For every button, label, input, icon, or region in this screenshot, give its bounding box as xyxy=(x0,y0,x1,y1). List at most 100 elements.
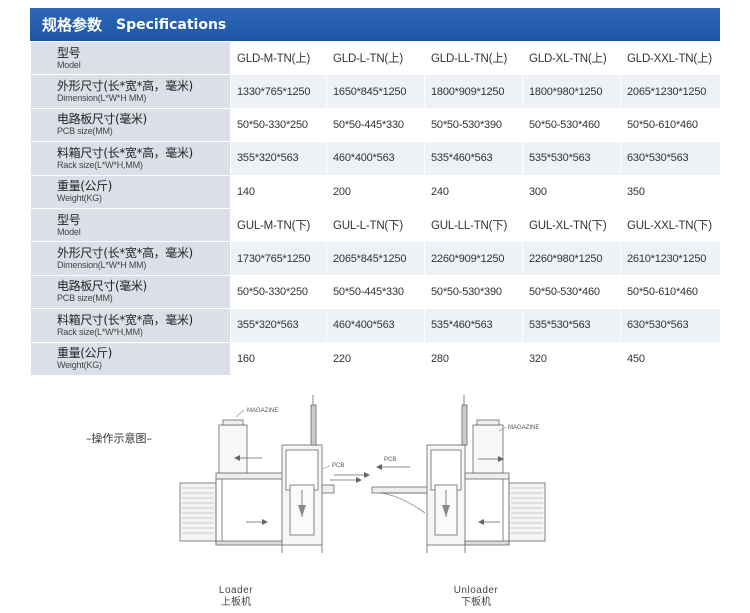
operation-diagram: MAGAZINE PCB xyxy=(179,395,546,553)
unloader-pcb-label: PCB xyxy=(384,457,396,463)
row-label: 重量(公斤)Weight(KG) xyxy=(30,341,231,376)
table-cell: 50*50-610*460 xyxy=(620,107,721,143)
row-label-en: Dimension(L*W*H MM) xyxy=(57,260,147,271)
table-cell: 300 xyxy=(522,174,621,209)
loader-caption: Loader 上板机 xyxy=(206,585,266,609)
table-row: 料箱尺寸(长*宽*高，毫米)Rack size(L*W*H,MM)355*320… xyxy=(30,141,721,176)
table-cell: 535*530*563 xyxy=(522,141,621,176)
table-cell: 50*50-530*390 xyxy=(424,107,523,143)
table-cell: 50*50-445*330 xyxy=(326,274,425,310)
row-label: 外形尺寸(长*宽*高，毫米)Dimension(L*W*H MM) xyxy=(30,74,231,109)
table-cell: 1730*765*1250 xyxy=(230,241,327,276)
table-cell: 1650*845*1250 xyxy=(326,74,425,109)
table-cell: 2065*845*1250 xyxy=(326,241,425,276)
loader-pcb-label: PCB xyxy=(332,463,344,469)
table-cell: 2260*980*1250 xyxy=(522,241,621,276)
table-cell: 160 xyxy=(230,341,327,376)
unloader-arrow-in xyxy=(376,464,410,470)
table-cell: 50*50-445*330 xyxy=(326,107,425,143)
row-label-zh: 外形尺寸(长*宽*高，毫米) xyxy=(57,79,193,94)
unloader-machine xyxy=(371,395,546,553)
table-cell: 2260*909*1250 xyxy=(424,241,523,276)
unloader-label-en: Unloader xyxy=(453,585,499,596)
table-cell: 460*400*563 xyxy=(326,141,425,176)
table-cell: 1800*980*1250 xyxy=(522,74,621,109)
row-label-zh: 型号 xyxy=(57,212,81,227)
table-cell: 450 xyxy=(620,341,721,376)
row-label-en: Dimension(L*W*H MM) xyxy=(57,93,147,104)
unloader-arrow-top xyxy=(478,456,504,462)
table-cell: 140 xyxy=(230,174,327,209)
spec-header-bar: 规格参数 Specifications xyxy=(30,8,720,41)
row-label: 料箱尺寸(长*宽*高，毫米)Rack size(L*W*H,MM) xyxy=(30,141,231,176)
row-label-zh: 重量(公斤) xyxy=(57,346,112,361)
row-label-zh: 外形尺寸(长*宽*高，毫米) xyxy=(57,246,193,261)
row-label-en: Model xyxy=(57,226,81,237)
table-cell: 355*320*563 xyxy=(230,308,327,343)
row-label-en: Weight(KG) xyxy=(57,360,102,371)
row-label: 料箱尺寸(长*宽*高，毫米)Rack size(L*W*H,MM) xyxy=(30,308,231,343)
loader-label-zh: 上板机 xyxy=(221,597,251,608)
model-cell: GUL-M-TN(下) xyxy=(230,207,327,243)
table-row: 外形尺寸(长*宽*高，毫米)Dimension(L*W*H MM)1330*76… xyxy=(30,74,721,109)
unloader-arrow-bottom xyxy=(478,519,500,525)
row-label-zh: 电路板尺寸(毫米) xyxy=(57,279,147,294)
table-cell: 1800*909*1250 xyxy=(424,74,523,109)
table-cell: 2610*1230*1250 xyxy=(620,241,721,276)
loader-arrow-out-2 xyxy=(330,477,362,483)
model-cell: GUL-L-TN(下) xyxy=(326,207,425,243)
table-cell: 535*460*563 xyxy=(424,308,523,343)
table-cell: 240 xyxy=(424,174,523,209)
loader-machine xyxy=(179,395,335,553)
row-label: 重量(公斤)Weight(KG) xyxy=(30,174,231,209)
table-cell: 350 xyxy=(620,174,721,209)
row-label-zh: 重量(公斤) xyxy=(57,179,112,194)
header-title-zh: 规格参数 xyxy=(42,16,103,34)
row-label: 外形尺寸(长*宽*高，毫米)Dimension(L*W*H MM) xyxy=(30,241,231,276)
table-cell: 320 xyxy=(522,341,621,376)
table-cell: 460*400*563 xyxy=(326,308,425,343)
model-cell: GUL-XL-TN(下) xyxy=(522,207,621,243)
table-cell: 220 xyxy=(326,341,425,376)
table-cell: 535*530*563 xyxy=(522,308,621,343)
table-cell: 630*530*563 xyxy=(620,141,721,176)
row-label-en: PCB size(MM) xyxy=(57,293,113,304)
row-label-en: PCB size(MM) xyxy=(57,126,113,137)
header-title-en: Specifications xyxy=(116,16,227,33)
diagram-caption: –操作示意图– xyxy=(86,432,152,445)
table-cell: 50*50-330*250 xyxy=(230,107,327,143)
table-cell: 535*460*563 xyxy=(424,141,523,176)
table-cell: 50*50-610*460 xyxy=(620,274,721,310)
row-label-zh: 料箱尺寸(长*宽*高，毫米) xyxy=(57,145,193,160)
model-cell: GLD-XL-TN(上) xyxy=(522,40,621,76)
row-label-en: Rack size(L*W*H,MM) xyxy=(57,159,143,170)
loader-arrow-bottom xyxy=(246,519,268,525)
model-cell: GUL-XXL-TN(下) xyxy=(620,207,721,243)
table-cell: 2065*1230*1250 xyxy=(620,74,721,109)
table-cell: 280 xyxy=(424,341,523,376)
loader-arrow-out xyxy=(334,472,370,478)
model-cell: GLD-LL-TN(上) xyxy=(424,40,523,76)
row-label-en: Weight(KG) xyxy=(57,193,102,204)
table-cell: 1330*765*1250 xyxy=(230,74,327,109)
table-cell: 50*50-530*390 xyxy=(424,274,523,310)
model-cell: GLD-L-TN(上) xyxy=(326,40,425,76)
row-label: 电路板尺寸(毫米)PCB size(MM) xyxy=(30,274,231,310)
unloader-caption: Unloader 下板机 xyxy=(446,585,506,609)
model-cell: GUL-LL-TN(下) xyxy=(424,207,523,243)
row-label-zh: 料箱尺寸(长*宽*高，毫米) xyxy=(57,312,193,327)
row-label-en: Model xyxy=(57,59,81,70)
loader-label-en: Loader xyxy=(218,585,254,596)
table-cell: 630*530*563 xyxy=(620,308,721,343)
row-label-zh: 型号 xyxy=(57,45,81,60)
table-cell: 355*320*563 xyxy=(230,141,327,176)
